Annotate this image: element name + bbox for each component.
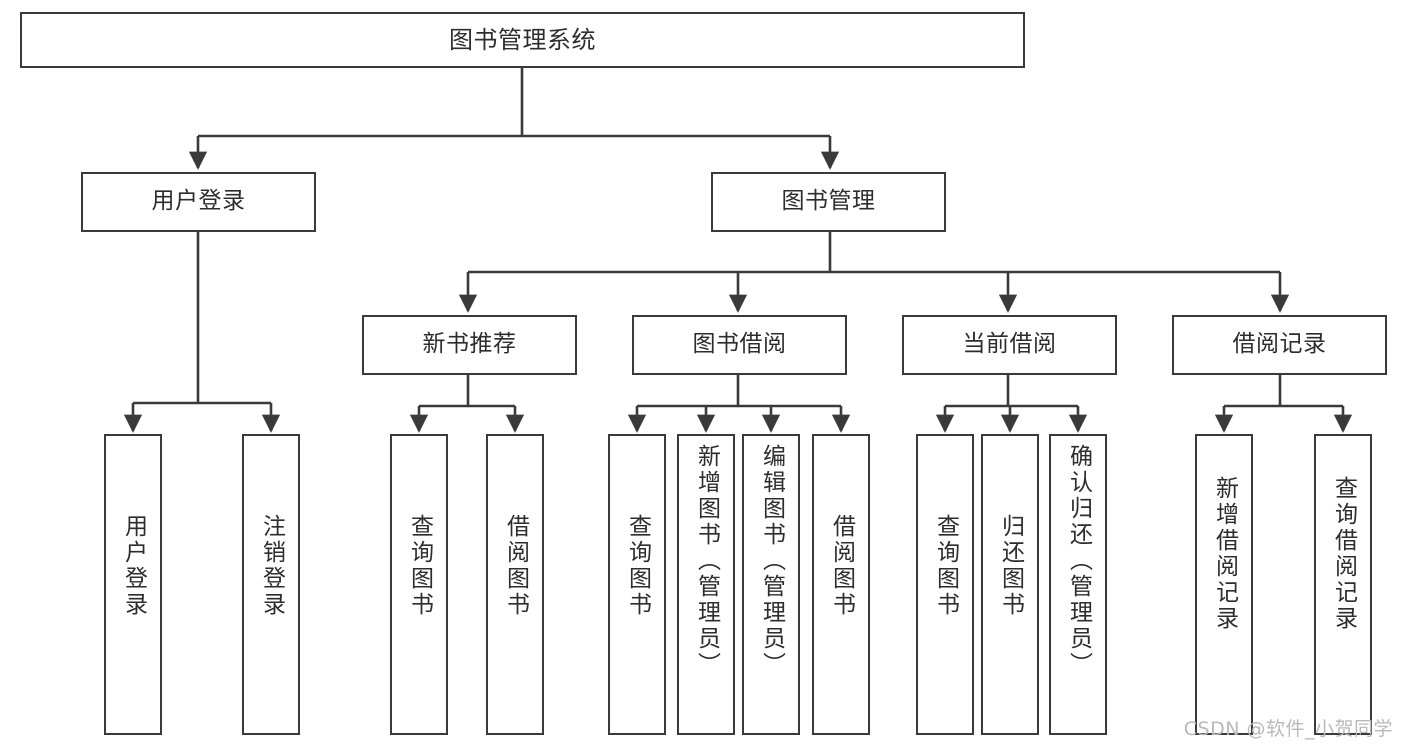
node-label: 确认归还（管理员） xyxy=(1065,444,1092,678)
node-label: 查询图书 xyxy=(624,514,651,618)
node-leaf-confirm-return-admin[interactable]: 确认归还（管理员） xyxy=(1049,434,1107,735)
node-leaf-borrow-book-borrow[interactable]: 借阅图书 xyxy=(812,434,870,735)
node-current-borrow[interactable]: 当前借阅 xyxy=(902,315,1117,375)
node-label: 图书管理系统 xyxy=(449,25,596,54)
node-book-manage[interactable]: 图书管理 xyxy=(711,172,946,232)
node-label: 编辑图书（管理员） xyxy=(758,444,785,678)
node-label: 图书借阅 xyxy=(692,331,787,358)
node-label: 新增借阅记录 xyxy=(1211,476,1238,632)
node-leaf-edit-book-admin[interactable]: 编辑图书（管理员） xyxy=(742,434,800,735)
node-leaf-logout-login[interactable]: 注销登录 xyxy=(242,434,300,735)
node-label: 查询图书 xyxy=(932,514,959,618)
node-label: 新增图书（管理员） xyxy=(693,444,720,678)
node-label: 借阅图书 xyxy=(502,514,529,618)
node-label: 新书推荐 xyxy=(422,331,517,358)
node-leaf-borrow-book-recommend[interactable]: 借阅图书 xyxy=(486,434,544,735)
node-new-book-recommend[interactable]: 新书推荐 xyxy=(362,315,577,375)
node-leaf-add-book-admin[interactable]: 新增图书（管理员） xyxy=(677,434,735,735)
node-label: 用户登录 xyxy=(151,188,246,215)
node-leaf-return-book[interactable]: 归还图书 xyxy=(981,434,1039,735)
node-label: 借阅记录 xyxy=(1232,331,1327,358)
node-leaf-query-book-borrow[interactable]: 查询图书 xyxy=(608,434,666,735)
node-label: 用户登录 xyxy=(120,514,147,618)
node-label: 查询借阅记录 xyxy=(1330,476,1357,632)
node-label: 图书管理 xyxy=(781,188,876,215)
node-leaf-query-book-recommend[interactable]: 查询图书 xyxy=(390,434,448,735)
node-leaf-query-borrow-record[interactable]: 查询借阅记录 xyxy=(1314,434,1372,735)
node-user-login[interactable]: 用户登录 xyxy=(81,172,316,232)
node-root-book-management-system[interactable]: 图书管理系统 xyxy=(20,12,1025,68)
csdn-watermark: CSDN @软件_小贺同学 xyxy=(1183,718,1393,740)
node-label: 归还图书 xyxy=(997,514,1024,618)
node-leaf-query-book-current[interactable]: 查询图书 xyxy=(916,434,974,735)
node-label: 注销登录 xyxy=(258,514,285,618)
node-book-borrow[interactable]: 图书借阅 xyxy=(632,315,847,375)
node-label: 当前借阅 xyxy=(962,331,1057,358)
node-borrow-record[interactable]: 借阅记录 xyxy=(1172,315,1387,375)
node-leaf-add-borrow-record[interactable]: 新增借阅记录 xyxy=(1195,434,1253,735)
node-label: 借阅图书 xyxy=(828,514,855,618)
node-leaf-user-login[interactable]: 用户登录 xyxy=(104,434,162,735)
node-label: 查询图书 xyxy=(406,514,433,618)
